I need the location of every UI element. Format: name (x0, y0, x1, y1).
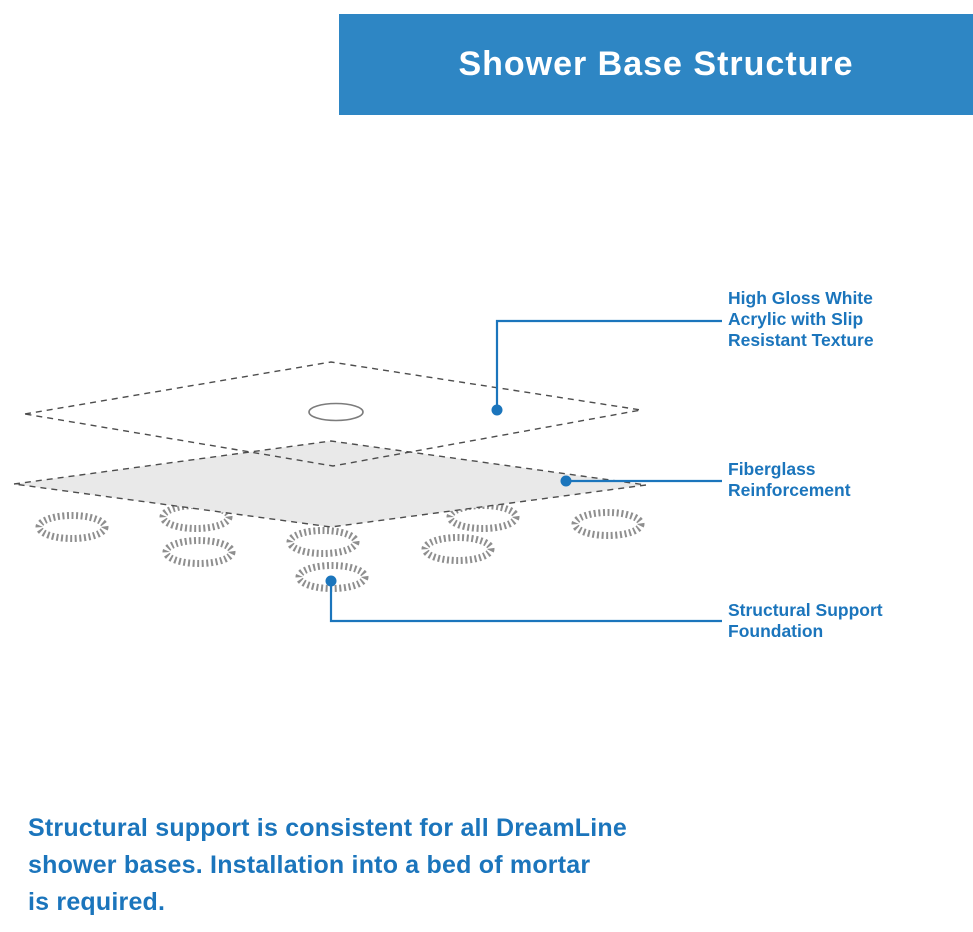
support-ring (421, 534, 495, 564)
callout-foundation-label: Structural Support Foundation (728, 600, 883, 641)
fiberglass-layer (13, 440, 647, 528)
footer-note: Structural support is consistent for all… (28, 814, 628, 916)
leader-dot-foundation (325, 575, 337, 587)
leader-dot-acrylic (491, 404, 503, 416)
header-banner: Shower Base Structure (339, 14, 973, 115)
support-ring (162, 537, 236, 567)
support-ring (571, 509, 645, 539)
leader-lines (325, 319, 722, 623)
support-ring (286, 527, 360, 557)
leader-line-acrylic (495, 319, 722, 407)
leader-dot-fiberglass (560, 475, 572, 487)
support-ring (35, 512, 109, 542)
drain-ellipse (308, 402, 364, 422)
callout-fiberglass-label: Fiberglass Reinforcement (728, 459, 851, 500)
callout-acrylic-label: High Gloss White Acrylic with Slip Resis… (728, 288, 874, 350)
leader-line-foundation (329, 583, 722, 623)
page-title: Shower Base Structure (458, 45, 854, 83)
